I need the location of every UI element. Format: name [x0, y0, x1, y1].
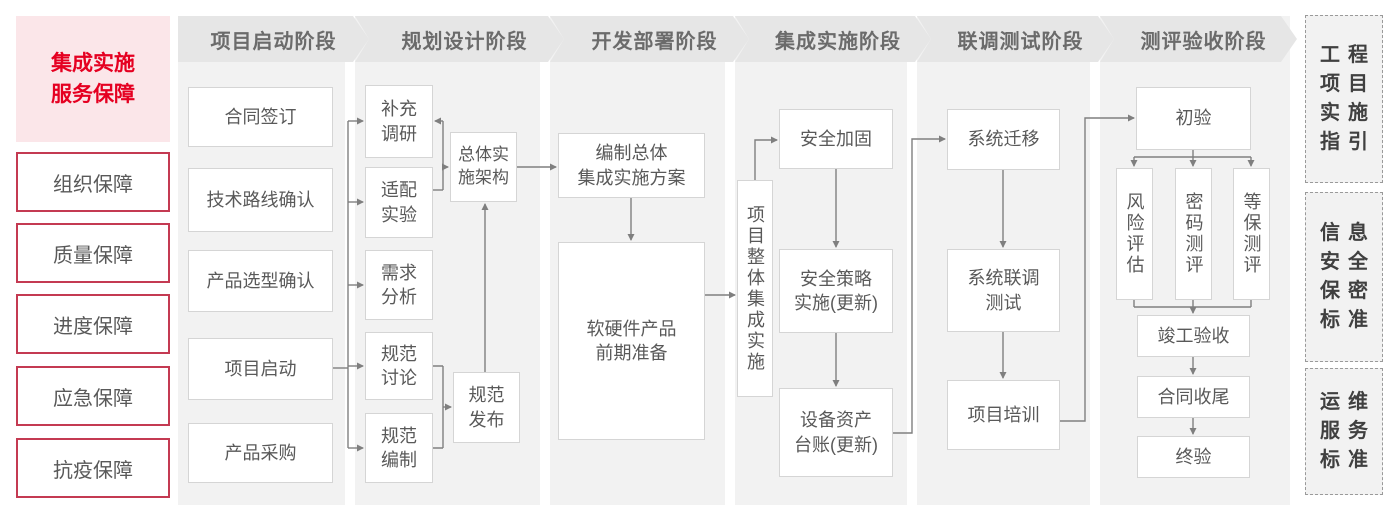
node-mlps-evaluation: 等保测评	[1233, 168, 1270, 300]
sidebar-title: 集成实施 服务保障	[16, 16, 170, 142]
node-requirement-analysis: 需求 分析	[365, 250, 433, 320]
node-hw-sw-preparation: 软硬件产品 前期准备	[558, 242, 705, 440]
node-risk-assessment: 风险评估	[1116, 168, 1153, 300]
node-initial-acceptance: 初验	[1136, 87, 1251, 150]
node-system-migration: 系统迁移	[947, 109, 1060, 170]
node-spec-release: 规范 发布	[453, 372, 520, 443]
node-contract-signing: 合同签订	[188, 87, 333, 147]
sidebar-item-organization: 组织保障	[16, 152, 170, 212]
sidebar-item-epidemic: 抗疫保障	[16, 438, 170, 498]
node-adaptation-test: 适配 实验	[365, 167, 433, 238]
node-product-procurement: 产品采购	[188, 423, 333, 483]
node-overall-architecture: 总体实 施架构	[450, 132, 517, 202]
sidebar-item-emergency: 应急保障	[16, 366, 170, 426]
phase-header-project-kickoff: 项目启动阶段	[178, 16, 369, 62]
node-compile-integration-plan: 编制总体 集成实施方案	[558, 133, 705, 198]
node-final-acceptance: 终验	[1137, 436, 1250, 478]
node-contract-closure: 合同收尾	[1137, 376, 1250, 418]
sidebar-item-schedule: 进度保障	[16, 294, 170, 354]
node-completion-acceptance: 竣工验收	[1137, 315, 1250, 357]
guide-infosec-confidentiality: 信息 安全 保密 标准	[1305, 192, 1383, 362]
guide-ops-service-standard: 运维 服务 标准	[1305, 368, 1383, 495]
node-tech-route-confirm: 技术路线确认	[188, 168, 333, 232]
node-overall-integration: 项目整体集成实施	[737, 180, 773, 397]
node-spec-drafting: 规范 编制	[365, 413, 433, 483]
node-security-hardening: 安全加固	[779, 109, 893, 169]
phase-header-dev-deploy: 开发部署阶段	[550, 16, 749, 62]
phase-header-joint-test: 联调测试阶段	[917, 16, 1114, 62]
node-spec-discussion: 规范 讨论	[365, 332, 433, 400]
node-supplement-research: 补充 调研	[365, 85, 433, 158]
sidebar-item-quality: 质量保障	[16, 223, 170, 283]
node-project-kickoff: 项目启动	[188, 338, 333, 400]
phase-header-integration: 集成实施阶段	[735, 16, 931, 62]
node-crypto-evaluation: 密码测评	[1175, 168, 1212, 300]
node-security-policy-update: 安全策略 实施(更新)	[779, 249, 893, 333]
phase-header-planning-design: 规划设计阶段	[355, 16, 564, 62]
guide-project-implementation: 工程 项目 实施 指引	[1305, 15, 1383, 183]
node-project-training: 项目培训	[947, 380, 1060, 450]
node-asset-ledger-update: 设备资产 台账(更新)	[779, 388, 893, 477]
phase-header-evaluation-acceptance: 测评验收阶段	[1100, 16, 1297, 62]
node-product-selection-confirm: 产品选型确认	[188, 250, 333, 312]
node-joint-testing: 系统联调 测试	[947, 249, 1060, 332]
